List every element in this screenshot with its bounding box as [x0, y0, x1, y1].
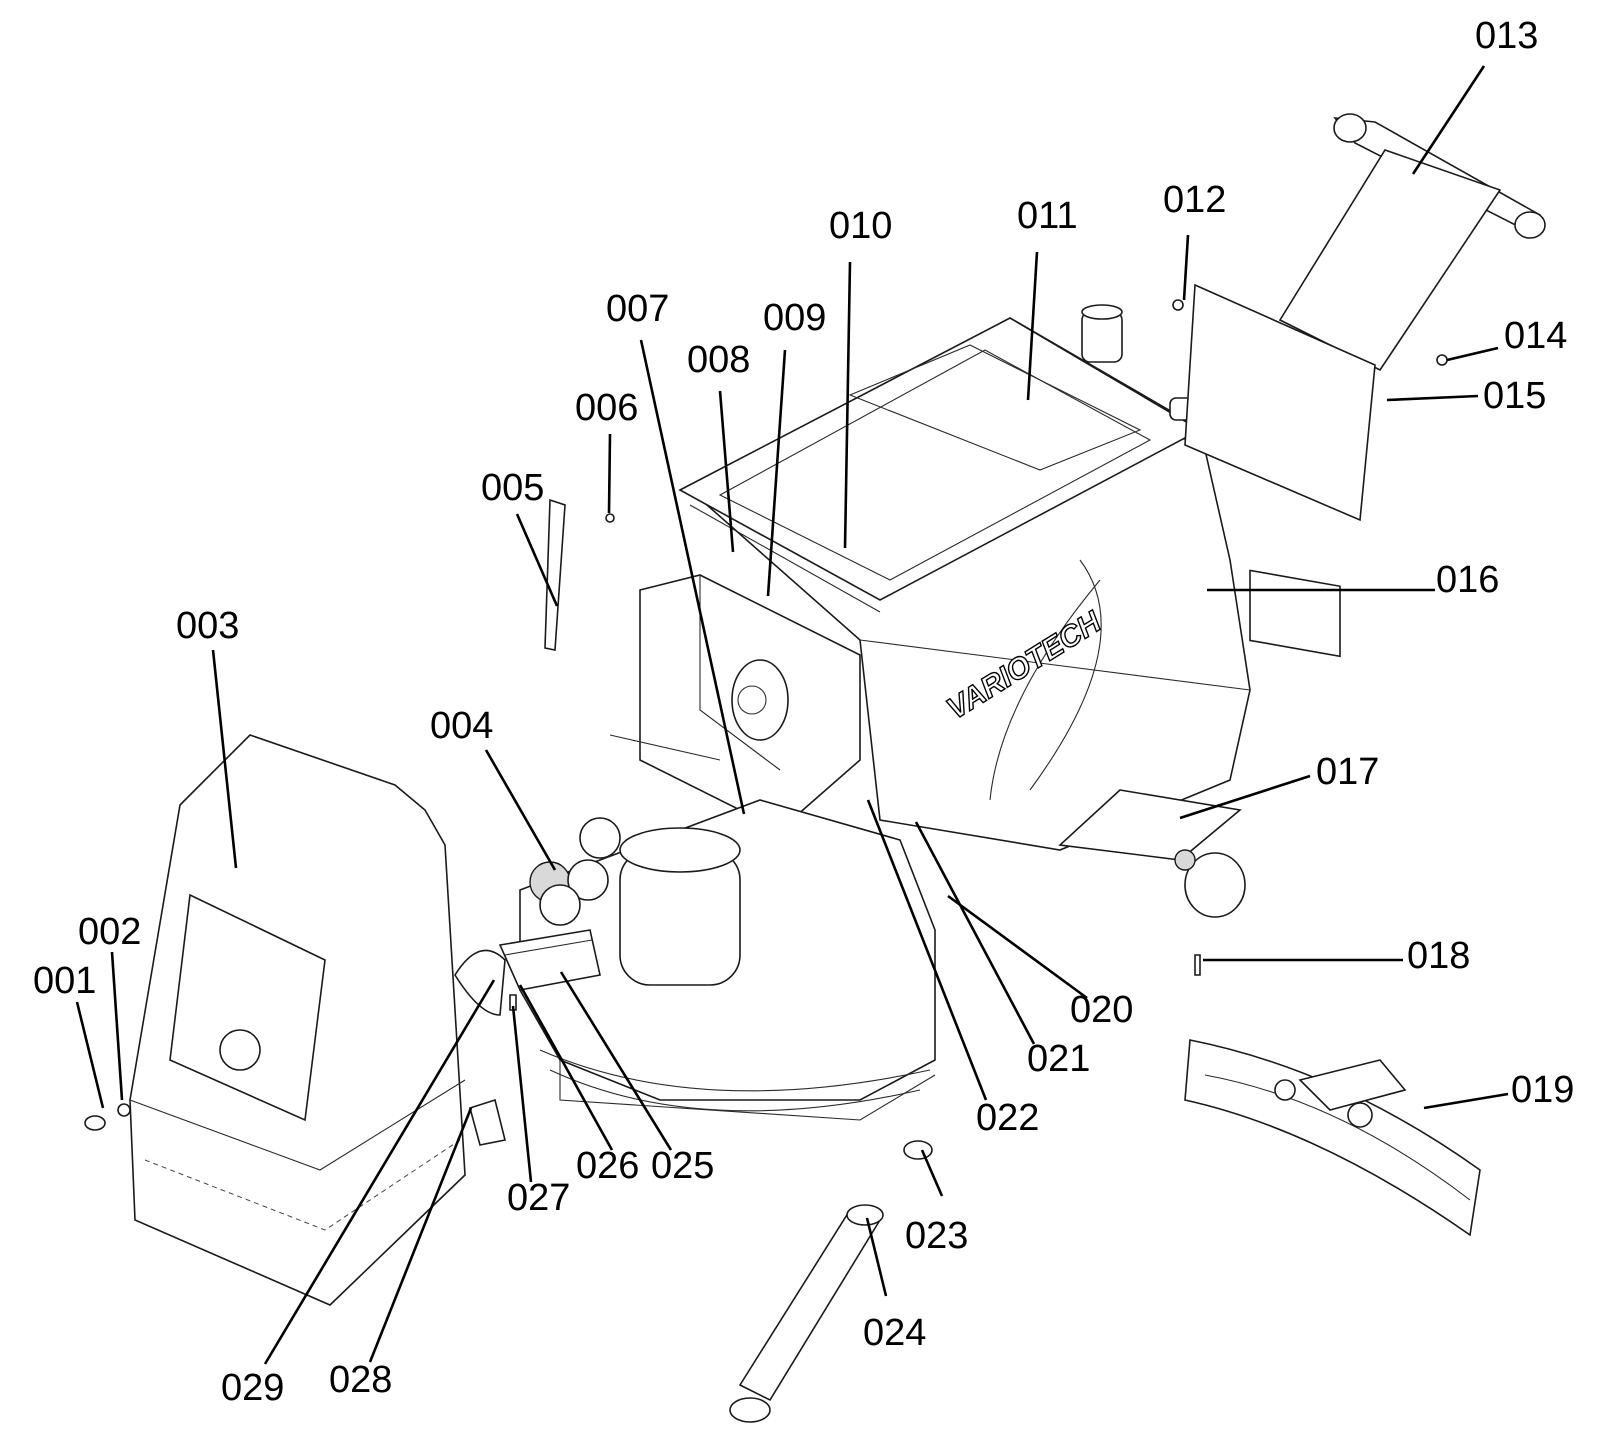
callout-015: 015 — [1483, 375, 1546, 417]
callout-013: 013 — [1475, 15, 1538, 57]
front-roller-shield — [454, 949, 506, 1016]
front-bracket-plate — [498, 929, 601, 991]
handle-assembly — [1184, 113, 1546, 658]
callout-014: 014 — [1504, 315, 1567, 357]
callout-021: 021 — [1027, 1038, 1090, 1080]
callout-011: 011 — [1017, 195, 1078, 237]
callout-019: 019 — [1511, 1069, 1574, 1111]
callout-022: 022 — [976, 1097, 1039, 1139]
callout-007: 007 — [606, 288, 669, 330]
leader-lines — [75, 65, 1509, 1365]
callout-023: 023 — [905, 1215, 968, 1257]
callout-002: 002 — [78, 911, 141, 953]
callout-001: 001 — [33, 960, 96, 1002]
callout-labels: 001 002 003 004 005 006 007 008 009 010 … — [33, 15, 1574, 1409]
callout-003: 003 — [176, 605, 239, 647]
callout-004: 004 — [430, 705, 493, 747]
callout-024: 024 — [863, 1312, 926, 1354]
rear-platform — [1058, 789, 1246, 918]
callout-005: 005 — [481, 467, 544, 509]
callout-020: 020 — [1070, 989, 1133, 1031]
callout-027: 027 — [507, 1177, 570, 1219]
callout-026: 026 — [576, 1145, 639, 1187]
callout-012: 012 — [1163, 179, 1226, 221]
drive-motor — [529, 817, 741, 986]
callout-016: 016 — [1436, 559, 1499, 601]
callout-018: 018 — [1407, 935, 1470, 977]
front-electrical-box — [609, 574, 861, 831]
squeegee-assembly — [1184, 1039, 1481, 1237]
callout-017: 017 — [1316, 751, 1379, 793]
callout-008: 008 — [687, 339, 750, 381]
callout-029: 029 — [221, 1367, 284, 1409]
callout-009: 009 — [763, 297, 826, 339]
callout-006: 006 — [575, 387, 638, 429]
suction-hose — [729, 1204, 884, 1423]
callout-010: 010 — [829, 205, 892, 247]
callout-028: 028 — [329, 1359, 392, 1401]
callout-025: 025 — [651, 1145, 714, 1187]
front-cover — [129, 734, 466, 1306]
